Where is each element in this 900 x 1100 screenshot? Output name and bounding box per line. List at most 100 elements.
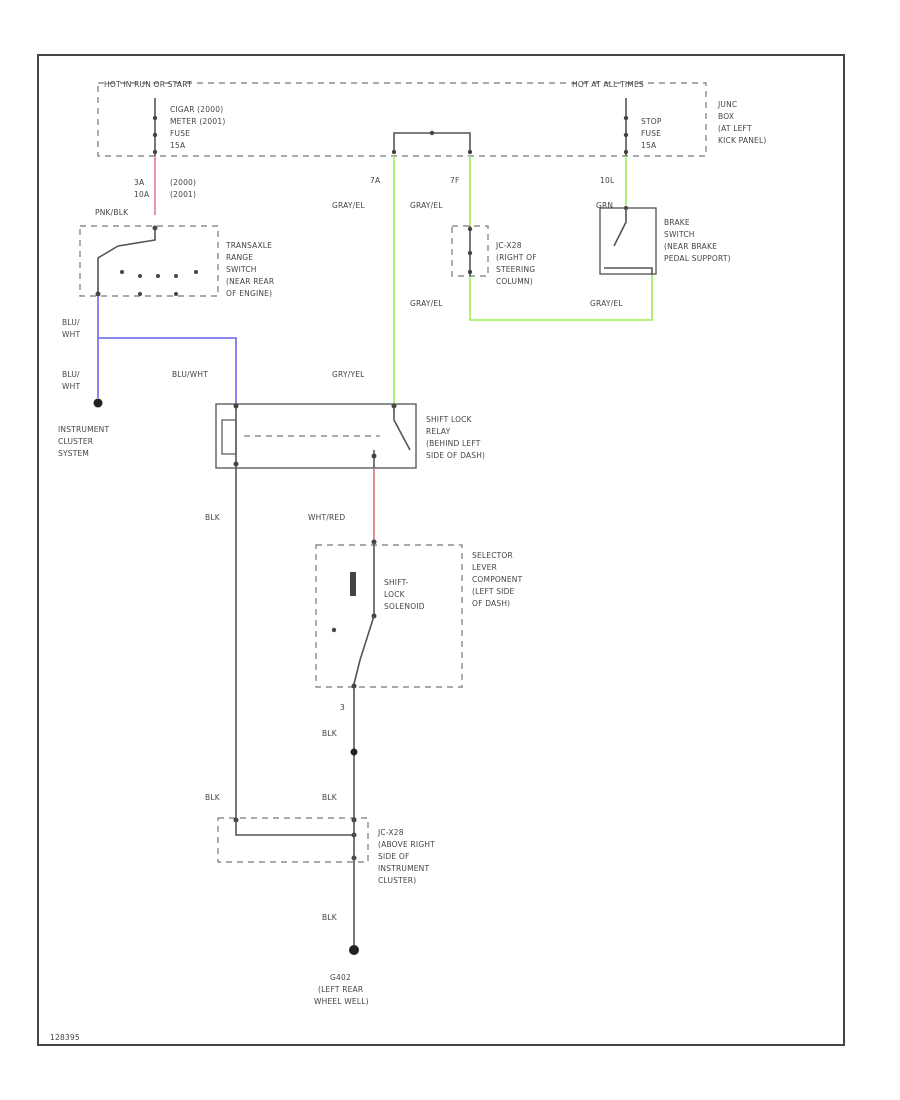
wht-red-label: WHT/RED [308,513,345,522]
cluster-terminal [93,398,103,408]
year-2000-label: (2000) [170,178,196,187]
jc-cluster-label-1: JC-X28 [377,828,404,837]
fuse-node [152,132,158,138]
blu-wht-label-2a: BLU/ [62,370,80,379]
blk-label-3: BLK [205,793,221,802]
switch-contact [156,274,160,278]
ground-label-2: (LEFT REAR [318,985,363,994]
switch-contact [194,270,198,274]
stop-fuse-label-3: 15A [641,141,657,150]
relay-pin [371,453,377,459]
pin-10l-label: 10L [600,176,615,185]
brake-switch-arm [613,208,627,247]
relay-pin [233,461,239,467]
selector-node [331,627,337,633]
gry-yel-wire-loop [469,275,653,321]
blk-label-1: BLK [205,513,221,522]
selector-label-3: COMPONENT [472,575,523,584]
jc-cluster-label-4: INSTRUMENT [378,864,429,873]
blk-label-4: BLK [322,793,338,802]
selector-lever-outline [315,544,463,688]
switch-contact [120,270,124,274]
gry-yel-label-2: GRAY/EL [410,201,443,210]
junc-box-label-4: KICK PANEL) [718,136,767,145]
cluster-label-2: CLUSTER [58,437,93,446]
switch-pin [174,292,178,296]
stop-fuse-label-2: FUSE [641,129,661,138]
jc-cluster-label-3: SIDE OF [378,852,410,861]
relay-label-4: SIDE OF DASH) [426,451,485,460]
relay-label-2: RELAY [426,427,451,436]
gry-yel-label-5: GRAY/EL [590,299,623,308]
cigar-fuse-label-1: CIGAR (2000) [170,105,223,114]
diagram-border [37,54,845,1046]
ground-label-1: G402 [330,973,351,982]
brake-label-2: SWITCH [664,230,695,239]
cluster-label-1: INSTRUMENT [58,425,109,434]
selector-label-1: SELECTOR [472,551,513,560]
jc-node [467,250,473,256]
solenoid-label-2: LOCK [384,590,406,599]
selector-label-5: OF DASH) [472,599,510,608]
jc-cluster-bus [235,820,354,836]
jc-cluster-outline [217,817,369,863]
cigar-fuse-label-3: FUSE [170,129,190,138]
junc-bus [393,132,471,150]
jc-node [467,269,473,275]
pin-7f-node [467,149,473,155]
pin-7f-label: 7F [450,176,460,185]
relay-label-1: SHIFT LOCK [426,415,473,424]
ground-terminal [349,945,359,955]
relay-label-3: (BEHIND LEFT [426,439,481,448]
switch-return [97,245,119,296]
fuse-box-outline [97,82,707,157]
switch-contact [174,274,178,278]
jc-cluster-label-2: (ABOVE RIGHT [378,840,435,849]
solenoid-label-1: SHIFT- [384,578,409,587]
blu-wht-label-1a: BLU/ [62,318,80,327]
gry-yel-label-4: GRAY/EL [410,299,443,308]
cigar-fuse-label-4: 15A [170,141,186,150]
junc-box-label-2: BOX [718,112,734,121]
switch-out-node [95,291,101,297]
fuse-node [623,115,629,121]
brake-switch-base [604,267,653,275]
transaxle-label-2: RANGE [226,253,253,262]
jc-steering-label-1: JC-X28 [495,241,522,250]
selector-out-pin [351,683,357,689]
gry-yel-label-1: GRAY/EL [332,201,365,210]
hot-in-run-label: HOT IN RUN OR START [104,80,192,89]
brake-label-3: (NEAR BRAKE [664,242,717,251]
splice-node [350,748,358,756]
blu-wht-label-1b: WHT [62,330,80,339]
solenoid-label-3: SOLENOID [384,602,425,611]
jc-cluster-label-5: CLUSTER) [378,876,416,885]
stop-fuse-label-1: STOP [641,117,662,126]
pnk-blk-label: PNK/BLK [95,208,129,217]
transaxle-switch-outline [79,225,219,297]
blu-wht-label-3: BLU/WHT [172,370,208,379]
hot-at-all-times-label: HOT AT ALL TIMES [572,80,644,89]
junc-box-label-1: JUNC [717,100,737,109]
blk-label-5: BLK [322,913,338,922]
shift-lock-relay-outline [215,403,417,469]
pin-3a-label: 3A [134,178,145,187]
pin-7a-label: 7A [370,176,381,185]
switch-arm [117,228,156,247]
year-2001-label: (2001) [170,190,196,199]
jc-steering-label-4: COLUMN) [496,277,533,286]
brake-label-4: PEDAL SUPPORT) [664,254,731,263]
selector-switch-arm [353,615,375,685]
diagram-code: 128395 [50,1033,80,1042]
pin-10a-label: 10A [134,190,150,199]
blu-wht-label-2b: WHT [62,382,80,391]
grn-label: GRN [596,201,613,210]
transaxle-label-3: SWITCH [226,265,257,274]
relay-coil [221,419,237,455]
switch-contact [138,274,142,278]
transaxle-label-4: (NEAR REAR [226,277,274,286]
brake-switch-outline [599,207,657,275]
junc-box-label-3: (AT LEFT [718,124,752,133]
